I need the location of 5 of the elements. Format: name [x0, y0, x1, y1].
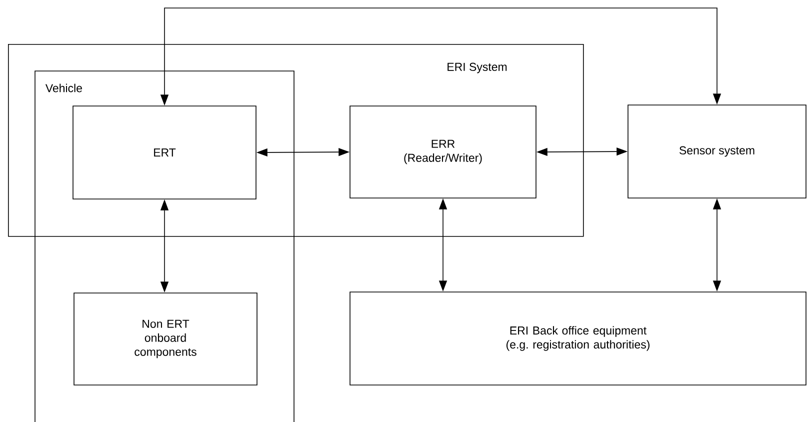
- component-box: ERI Back office equipment (e.g. registration authorities): [350, 292, 806, 386]
- component-box: Non ERT onboard components: [74, 292, 258, 386]
- component-box: ERT: [72, 106, 256, 200]
- component-box: Sensor system: [628, 104, 806, 198]
- component-box: ERR (Reader/Writer): [350, 106, 536, 198]
